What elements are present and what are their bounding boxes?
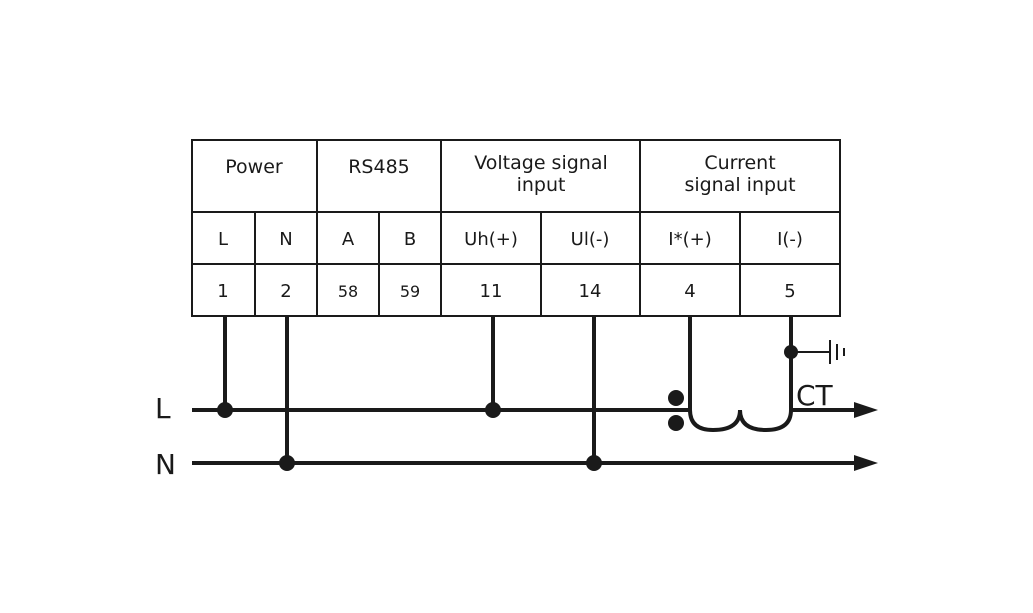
terminal-number: 4 bbox=[684, 281, 695, 302]
terminal-labels: L N A B Uh(+) Ul(-) I*(+) I(-) bbox=[218, 229, 803, 250]
group-current-line2: signal input bbox=[684, 174, 795, 196]
terminal-label: Uh(+) bbox=[464, 229, 518, 250]
neutral-line-label: N bbox=[155, 448, 176, 481]
terminal-number: 1 bbox=[217, 281, 228, 302]
terminal-number: 2 bbox=[280, 281, 291, 302]
terminal-number: 11 bbox=[480, 281, 503, 302]
ct-polarity-dot bbox=[668, 415, 684, 431]
junction-dot bbox=[279, 455, 295, 471]
junction-dot bbox=[586, 455, 602, 471]
terminal-label: I(-) bbox=[777, 229, 803, 250]
junction-dot bbox=[485, 402, 501, 418]
terminal-label: L bbox=[218, 229, 228, 250]
group-voltage-line1: Voltage signal bbox=[474, 152, 608, 174]
terminal-label: I*(+) bbox=[668, 229, 711, 250]
junction-dot bbox=[784, 345, 798, 359]
terminal-number: 14 bbox=[579, 281, 602, 302]
table-border bbox=[191, 139, 841, 317]
ct-coil bbox=[688, 409, 793, 433]
wiring bbox=[192, 316, 858, 465]
terminal-numbers: 1 2 58 59 11 14 4 5 bbox=[217, 281, 795, 302]
group-power: Power bbox=[225, 156, 283, 178]
junctions bbox=[217, 345, 798, 471]
live-arrow-icon bbox=[854, 402, 878, 418]
live-line-label: L bbox=[155, 392, 171, 425]
junction-dot bbox=[217, 402, 233, 418]
terminal-table bbox=[191, 139, 841, 317]
group-current-line1: Current bbox=[704, 152, 775, 174]
ground-icon bbox=[829, 340, 845, 364]
ct-label: CT bbox=[796, 379, 834, 412]
group-voltage-line2: input bbox=[517, 174, 566, 196]
arrowheads bbox=[854, 402, 878, 471]
group-headers: Power RS485 Voltage signal input Current… bbox=[225, 152, 795, 196]
terminal-label: B bbox=[404, 229, 416, 250]
terminal-number: 59 bbox=[400, 282, 420, 301]
group-rs485: RS485 bbox=[348, 156, 410, 178]
ct-polarity-dot bbox=[668, 390, 684, 406]
terminal-number: 5 bbox=[784, 281, 795, 302]
neutral-arrow-icon bbox=[854, 455, 878, 471]
terminal-label: N bbox=[279, 229, 292, 250]
terminal-label: Ul(-) bbox=[571, 229, 610, 250]
terminal-label: A bbox=[342, 229, 355, 250]
terminal-number: 58 bbox=[338, 282, 358, 301]
